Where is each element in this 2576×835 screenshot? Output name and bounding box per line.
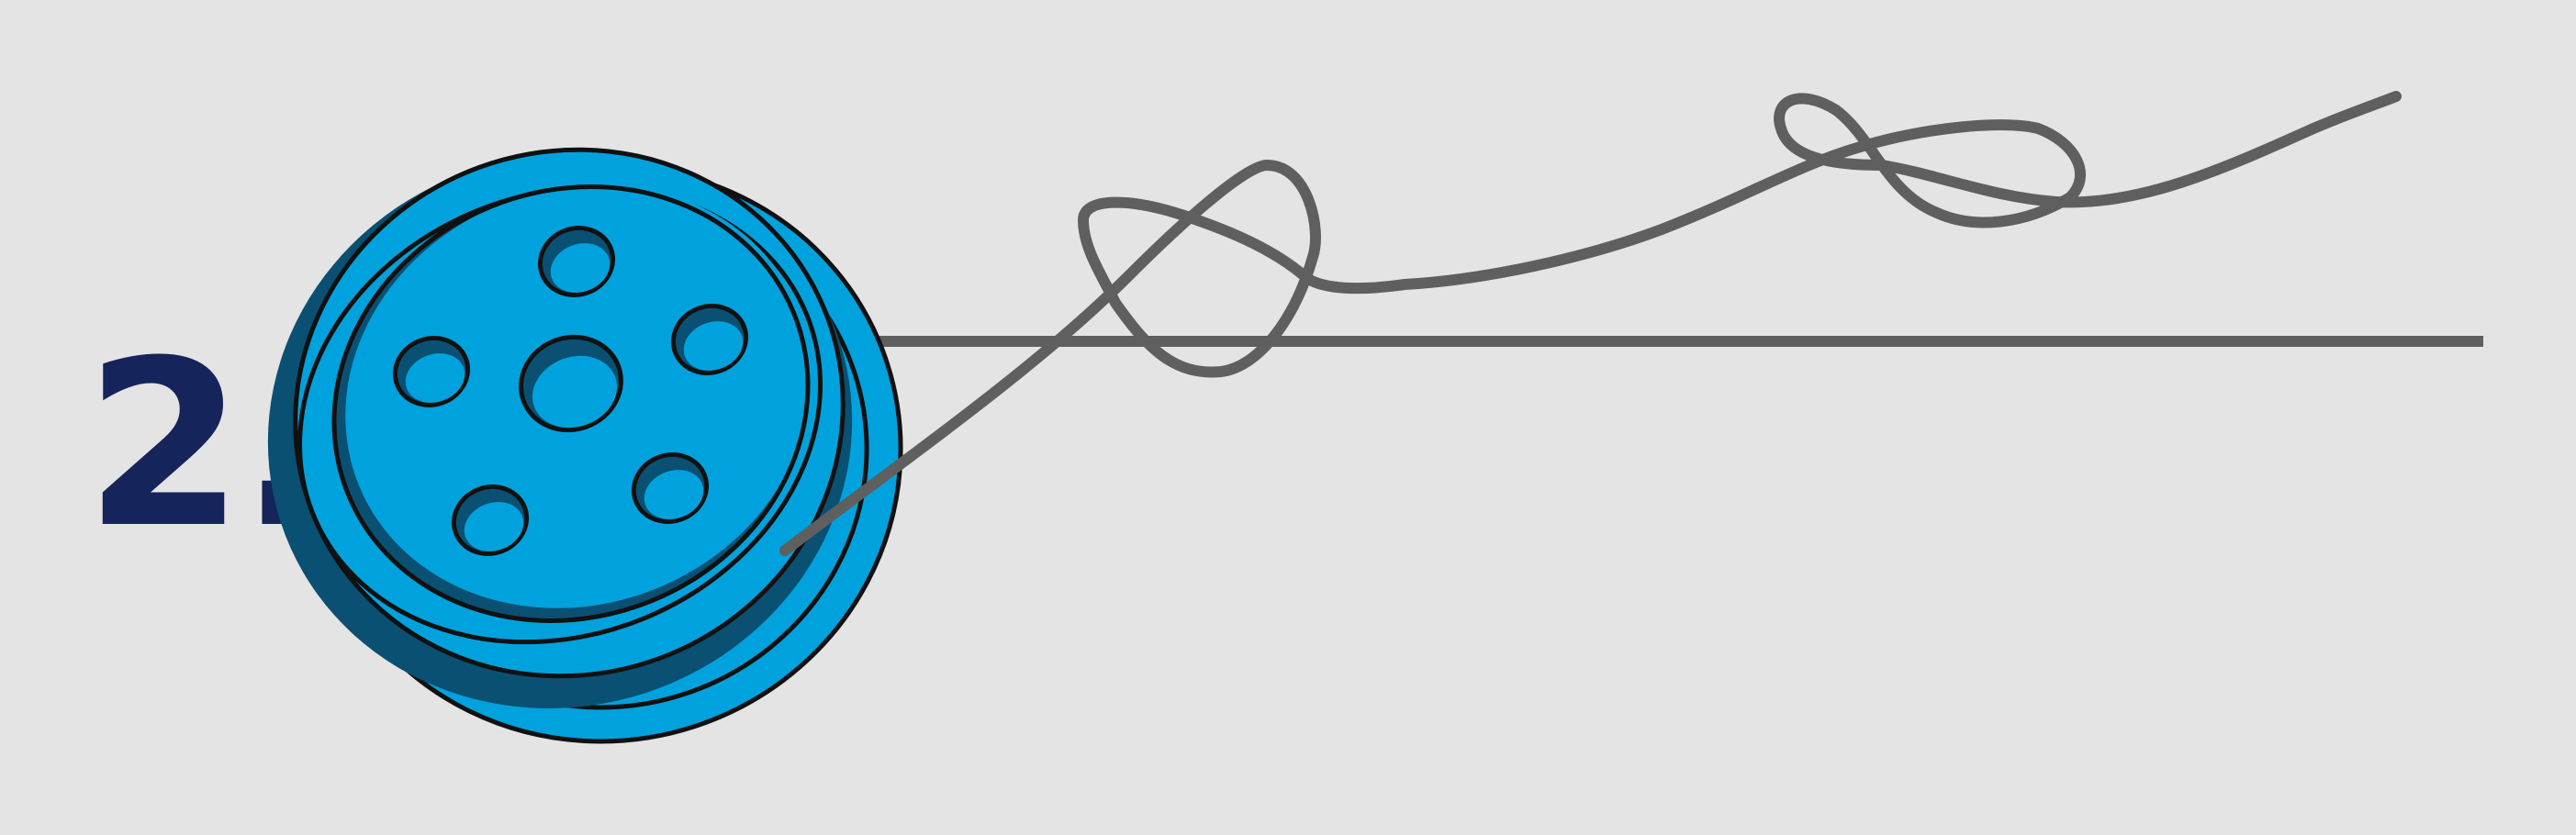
thread-spool-icon	[267, 147, 903, 744]
knotted-thread-icon	[779, 91, 2402, 556]
spool-holes	[392, 226, 749, 556]
